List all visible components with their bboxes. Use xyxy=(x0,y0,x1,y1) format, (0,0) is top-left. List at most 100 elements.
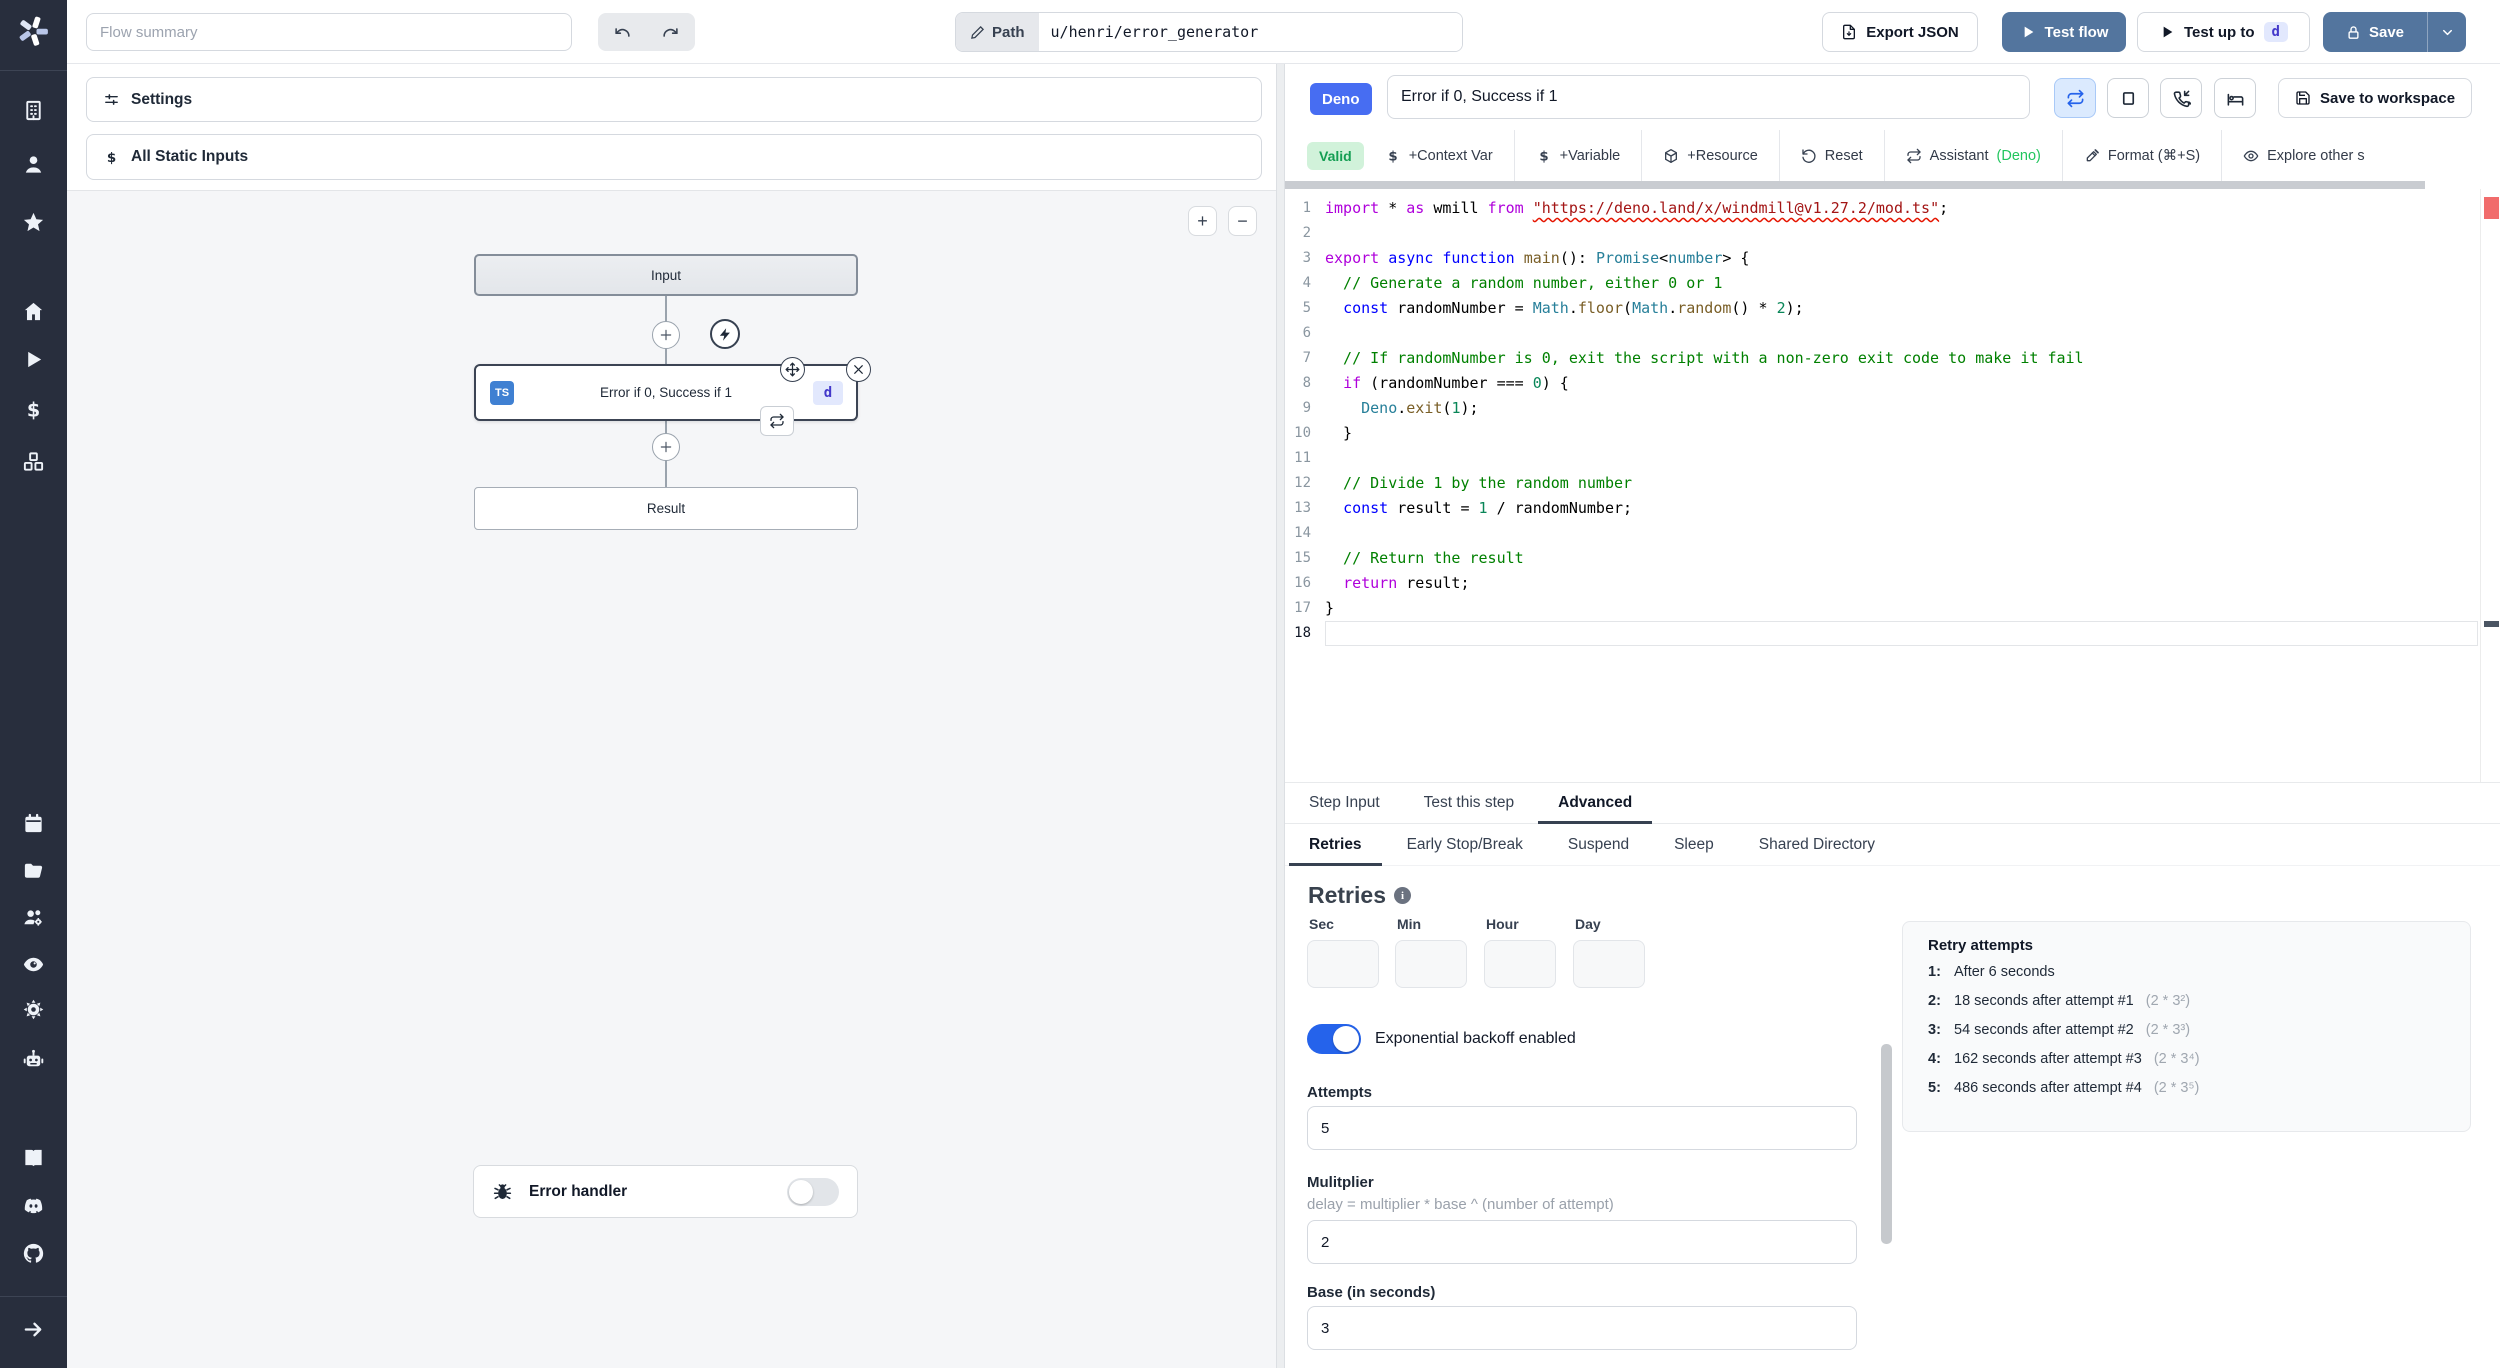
sidebar-item-arrow-right[interactable] xyxy=(22,1318,45,1341)
toolbar--context-var[interactable]: $+Context Var xyxy=(1364,130,1514,181)
sidebar-item-github[interactable] xyxy=(22,1242,45,1265)
tab-advanced[interactable]: Advanced xyxy=(1538,783,1653,824)
sidebar-item-user[interactable] xyxy=(22,153,45,176)
subtab-shared-directory[interactable]: Shared Directory xyxy=(1758,835,1876,853)
step-name-input[interactable] xyxy=(1387,75,2030,119)
save-menu-button[interactable] xyxy=(2427,12,2466,52)
all-static-inputs-button[interactable]: $ All Static Inputs xyxy=(86,134,1262,180)
flow-summary-input[interactable] xyxy=(86,13,572,51)
sidebar-item-star[interactable] xyxy=(22,211,45,234)
subtab-sleep[interactable]: Sleep xyxy=(1674,835,1714,853)
retry-attempt-row: 3:54 seconds after attempt #2(2 * 3³) xyxy=(1928,1022,2191,1038)
subtab-retries[interactable]: Retries xyxy=(1289,824,1381,866)
exponential-backoff-toggle[interactable] xyxy=(1307,1024,1361,1054)
tab-test-this-step[interactable]: Test this step xyxy=(1423,794,1515,811)
trigger-button[interactable] xyxy=(710,319,740,349)
test-flow-button[interactable]: Test flow xyxy=(2002,12,2126,52)
toolbar-reset[interactable]: Reset xyxy=(1778,130,1884,181)
base-input[interactable] xyxy=(1307,1306,1857,1350)
toolbar-format-s-[interactable]: Format (⌘+S) xyxy=(2061,130,2221,181)
code-line[interactable]: 10 } xyxy=(1294,424,1353,442)
sidebar-item-play[interactable] xyxy=(22,348,45,371)
code-line[interactable]: 14 xyxy=(1294,525,1311,541)
code-line[interactable]: 2 xyxy=(1302,225,1311,241)
code-line[interactable]: 5 const randomNumber = Math.floor(Math.r… xyxy=(1302,299,1804,317)
sidebar-item-building[interactable] xyxy=(22,99,45,122)
day-input[interactable] xyxy=(1573,940,1645,988)
toolbar--variable[interactable]: $+Variable xyxy=(1513,130,1642,181)
info-icon[interactable]: i xyxy=(1393,887,1411,904)
attempts-input[interactable] xyxy=(1307,1106,1857,1150)
sidebar-item-discord[interactable] xyxy=(22,1194,45,1217)
min-input[interactable] xyxy=(1395,940,1467,988)
zoom-in-button[interactable]: + xyxy=(1188,206,1217,236)
save-to-workspace-button[interactable]: Save to workspace xyxy=(2278,78,2473,118)
code-line[interactable]: 6 xyxy=(1302,325,1311,341)
sidebar-item-robot[interactable] xyxy=(22,1048,45,1071)
export-json-button[interactable]: Export JSON xyxy=(1822,12,1978,52)
toolbar--resource[interactable]: +Resource xyxy=(1641,130,1779,181)
panel-splitter[interactable] xyxy=(1276,64,1285,1368)
sidebar-item-book[interactable] xyxy=(22,1146,45,1169)
add-step-button[interactable] xyxy=(652,321,680,349)
code-line[interactable]: 13 const result = 1 / randomNumber; xyxy=(1294,499,1633,517)
toolbar-assistant[interactable]: Assistant(Deno) xyxy=(1883,130,2062,181)
save-split-button: Save xyxy=(2323,12,2466,52)
sidebar-divider xyxy=(0,70,67,71)
move-step-button[interactable] xyxy=(780,357,805,382)
code-line[interactable]: 16 return result; xyxy=(1294,574,1470,592)
sidebar-divider xyxy=(0,1296,67,1297)
subtab-early-stop-break[interactable]: Early Stop/Break xyxy=(1406,835,1523,853)
zoom-out-button[interactable]: − xyxy=(1228,206,1257,236)
sec-input[interactable] xyxy=(1307,940,1379,988)
code-line[interactable]: 11 xyxy=(1294,450,1311,466)
save-button[interactable]: Save xyxy=(2323,12,2427,52)
add-step-button[interactable] xyxy=(652,433,680,461)
undo-redo-group xyxy=(598,13,695,51)
code-line[interactable]: 9 Deno.exit(1); xyxy=(1302,399,1479,417)
multiplier-input[interactable] xyxy=(1307,1220,1857,1264)
code-line[interactable]: 8 if (randomNumber === 0) { xyxy=(1302,374,1569,392)
flow-node-input[interactable]: Input xyxy=(474,254,858,296)
sidebar-item-home[interactable] xyxy=(22,300,45,323)
reload-button[interactable] xyxy=(2054,78,2096,118)
code-line[interactable]: 15 // Return the result xyxy=(1294,549,1524,567)
sidebar-item-gear[interactable] xyxy=(22,998,45,1021)
retries-scrollbar[interactable] xyxy=(1881,1044,1892,1244)
error-handler-toggle[interactable] xyxy=(787,1177,839,1206)
undo-button[interactable] xyxy=(602,17,642,47)
hour-input[interactable] xyxy=(1484,940,1556,988)
redo-button[interactable] xyxy=(651,17,691,47)
delete-step-button[interactable] xyxy=(846,357,871,382)
sidebar-item-dollar[interactable]: $ xyxy=(22,399,45,422)
sidebar-item-calendar[interactable] xyxy=(22,812,45,835)
subtab-suspend[interactable]: Suspend xyxy=(1567,835,1630,853)
code-line[interactable]: 18 xyxy=(1285,621,2500,646)
code-line[interactable]: 12 // Divide 1 by the random number xyxy=(1294,474,1633,492)
path-input[interactable] xyxy=(1038,13,1462,51)
code-line[interactable]: 4 // Generate a random number, either 0 … xyxy=(1302,274,1723,292)
sidebar-item-eye[interactable] xyxy=(22,953,45,976)
flow-node-result[interactable]: Result xyxy=(474,487,858,530)
retry-attempt-row: 5:486 seconds after attempt #4(2 * 3⁵) xyxy=(1928,1080,2200,1096)
sidebar-item-boxes[interactable] xyxy=(22,450,45,473)
code-line[interactable]: 7 // If randomNumber is 0, exit the scri… xyxy=(1302,349,2084,367)
test-up-to-button[interactable]: Test up to d xyxy=(2137,12,2310,52)
sidebar-item-users-gear[interactable] xyxy=(22,906,45,929)
tab-step-input[interactable]: Step Input xyxy=(1309,794,1380,811)
windmill-logo-icon[interactable] xyxy=(14,12,52,50)
play-icon xyxy=(2163,26,2173,38)
code-line[interactable]: 17} xyxy=(1294,599,1335,617)
cursor-marker xyxy=(2484,621,2499,627)
retry-indicator-button[interactable] xyxy=(760,406,794,436)
webhook-button[interactable] xyxy=(2160,78,2202,118)
stop-button[interactable] xyxy=(2107,78,2149,118)
toolbar-explore-other-s[interactable]: Explore other s xyxy=(2221,130,2386,181)
sidebar-item-folder[interactable] xyxy=(22,859,45,882)
sleep-button[interactable] xyxy=(2214,78,2256,118)
editor-horizontal-scrollbar[interactable] xyxy=(1285,181,2425,189)
flow-settings-button[interactable]: Settings xyxy=(86,77,1262,122)
